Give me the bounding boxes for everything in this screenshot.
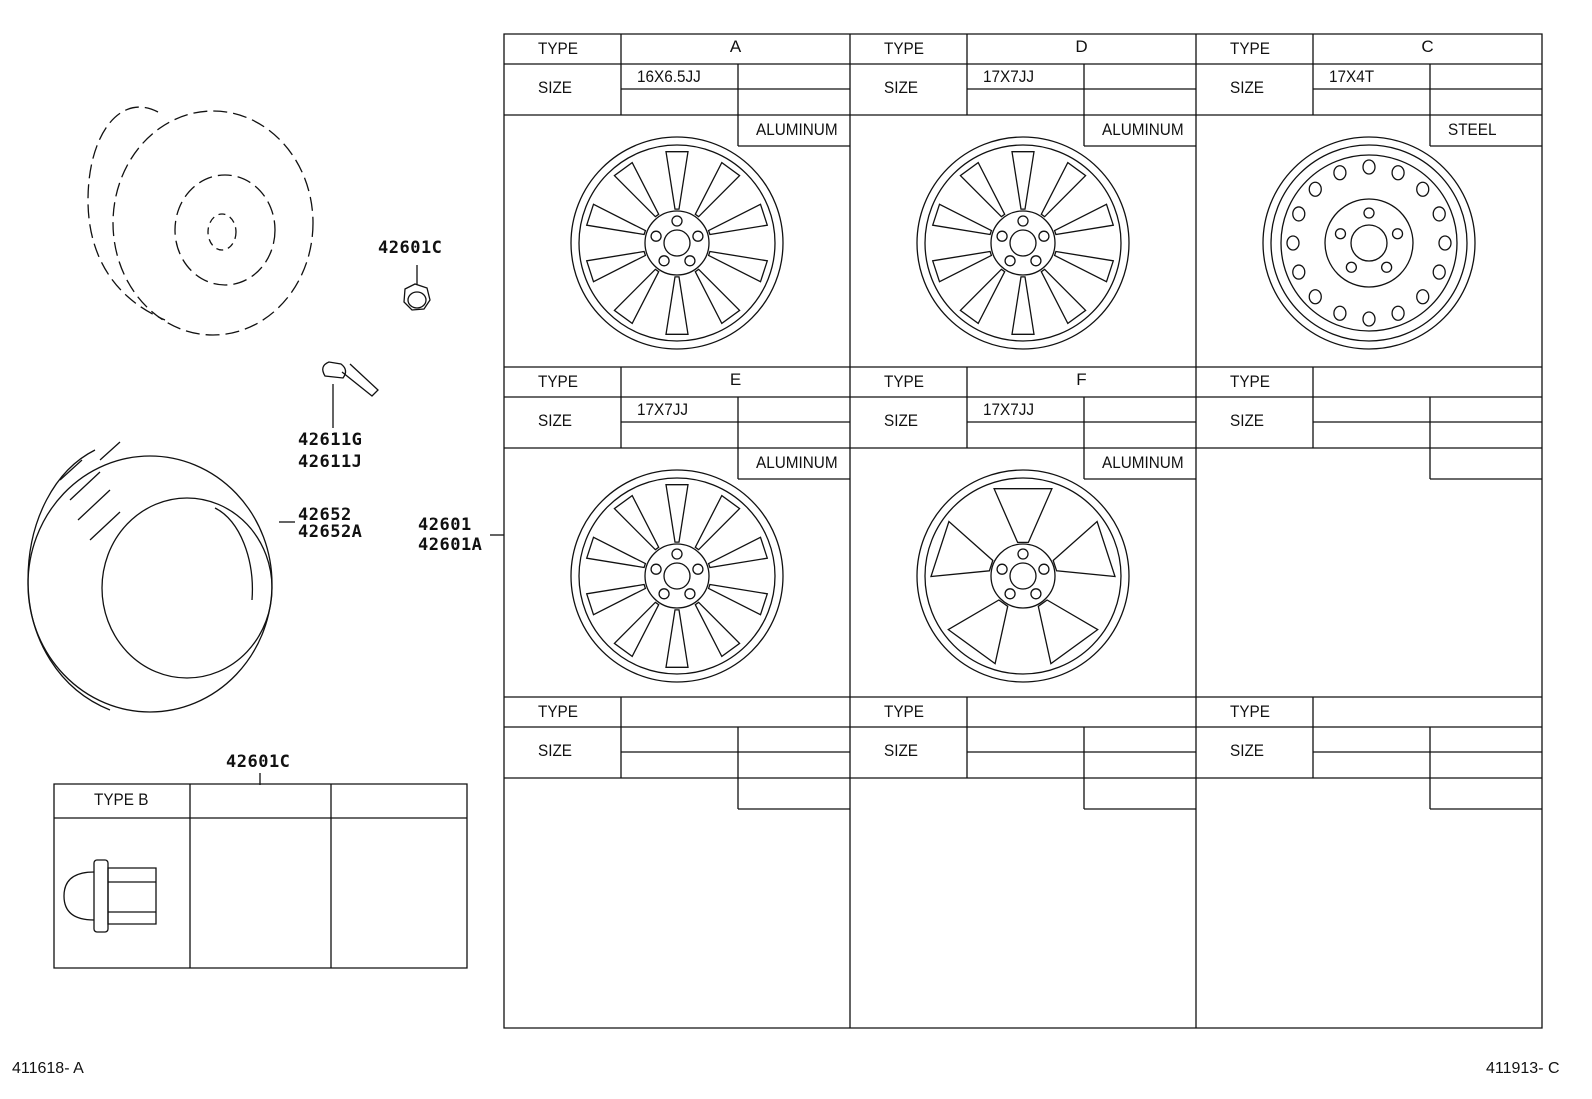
lug-nut-icon — [404, 265, 430, 310]
type-b-nut-icon — [64, 860, 156, 932]
type-header-label: TYPE — [538, 39, 578, 58]
wheel-size-value: 17X7JJ — [983, 67, 1035, 86]
size-header-label: SIZE — [1230, 78, 1265, 97]
type-header-label: TYPE — [1230, 702, 1270, 721]
alloy-wheel-icon — [917, 470, 1129, 682]
type-header-label: TYPE — [884, 39, 924, 58]
size-header-label: SIZE — [884, 78, 919, 97]
alloy-wheel-icon — [571, 137, 783, 349]
part-number-valve-1: 42611G — [298, 430, 363, 450]
wheel-type-value: F — [1076, 370, 1087, 389]
nut-type-label: TYPE B — [94, 790, 149, 809]
wheel-type-value: C — [1421, 37, 1434, 56]
size-header-label: SIZE — [1230, 741, 1265, 760]
type-header-label: TYPE — [884, 702, 924, 721]
part-number-wheel-1: 42601 — [418, 515, 472, 535]
steel-wheel-icon — [1263, 137, 1475, 349]
type-header-label: TYPE — [538, 372, 578, 391]
part-number-nut-table: 42601C — [226, 752, 291, 772]
wheel-material-value: ALUMINUM — [1102, 120, 1184, 139]
wheel-material-value: ALUMINUM — [1102, 453, 1184, 472]
wheel-size-value: 17X7JJ — [637, 400, 689, 419]
type-header-label: TYPE — [884, 372, 924, 391]
part-number-wheel-2: 42601A — [418, 535, 483, 555]
wheel-size-value: 16X6.5JJ — [637, 67, 701, 86]
wheel-size-value: 17X7JJ — [983, 400, 1035, 419]
valve-stem-icon — [323, 362, 378, 428]
size-header-label: SIZE — [1230, 411, 1265, 430]
tire-icon — [28, 442, 272, 712]
spare-tire-icon — [88, 107, 313, 335]
alloy-wheel-icon — [571, 470, 783, 682]
size-header-label: SIZE — [538, 78, 573, 97]
wheel-type-value: A — [729, 37, 742, 56]
size-header-label: SIZE — [538, 411, 573, 430]
part-number-valve-2: 42611J — [298, 452, 363, 472]
part-number-lug-nut: 42601C — [378, 238, 443, 258]
size-header-label: SIZE — [884, 741, 919, 760]
wheel-size-value: 17X4T — [1329, 67, 1375, 86]
wheel-material-value: STEEL — [1448, 120, 1497, 139]
wheel-type-value: D — [1075, 37, 1088, 56]
part-number-tire-2: 42652A — [298, 522, 363, 542]
footer-left-code: 411618- A — [12, 1060, 84, 1077]
type-header-label: TYPE — [538, 702, 578, 721]
part-number-tire-1: 42652 — [298, 505, 352, 525]
size-header-label: SIZE — [538, 741, 573, 760]
wheel-material-value: ALUMINUM — [756, 453, 838, 472]
footer-right-code: 411913- C — [1486, 1060, 1560, 1077]
type-header-label: TYPE — [1230, 372, 1270, 391]
alloy-wheel-icon — [917, 137, 1129, 349]
size-header-label: SIZE — [884, 411, 919, 430]
wheel-type-value: E — [729, 370, 742, 389]
type-header-label: TYPE — [1230, 39, 1270, 58]
wheel-material-value: ALUMINUM — [756, 120, 838, 139]
